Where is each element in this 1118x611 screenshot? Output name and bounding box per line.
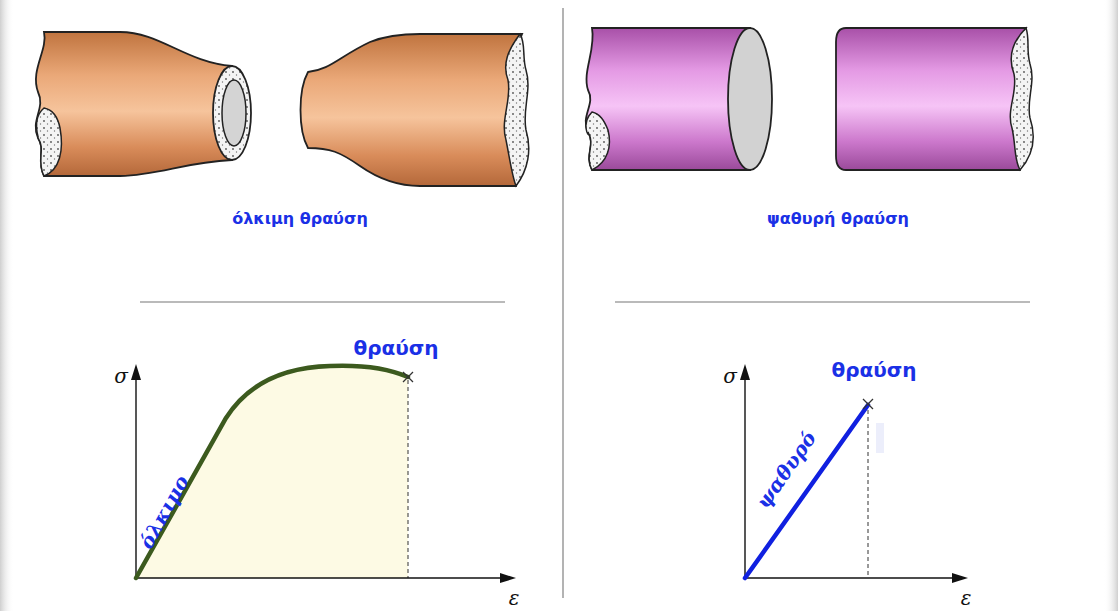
- fracture-point-label: θραύση: [353, 337, 438, 359]
- fracture-point-label: θραύση: [831, 359, 916, 381]
- axis-label: σ: [723, 365, 737, 387]
- axis-label: ε: [961, 587, 972, 609]
- curve-label: ψαθυρό: [752, 428, 821, 513]
- fracture-caption: όλκιμη θραύση: [232, 210, 368, 228]
- axis-label: σ: [114, 365, 128, 387]
- axis-label: ε: [509, 587, 520, 609]
- fracture-caption: ψαθυρή θραύση: [767, 210, 909, 228]
